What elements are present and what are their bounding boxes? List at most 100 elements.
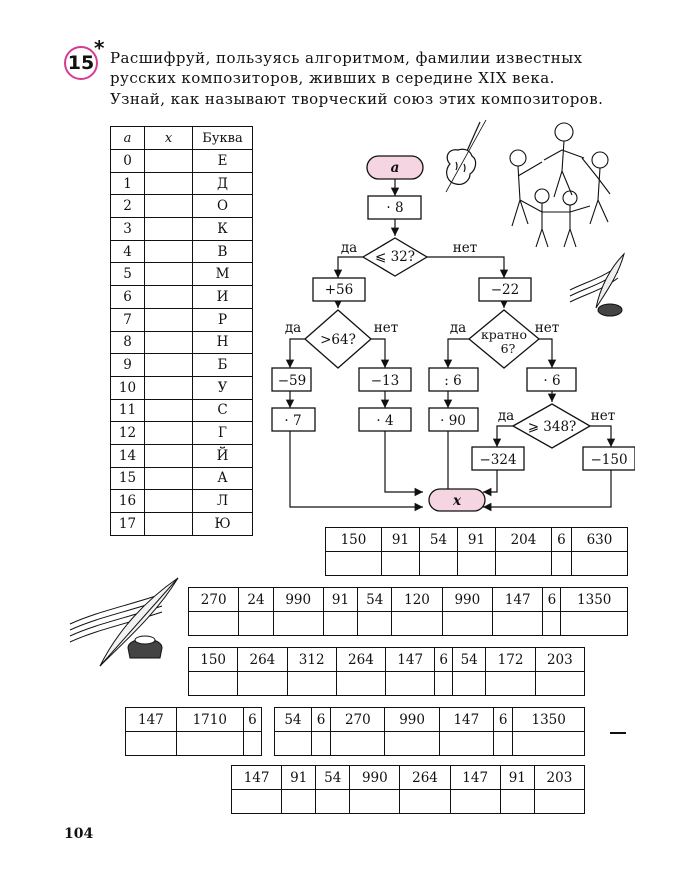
answer-number-cell: 91 [380,527,420,552]
answer-letter-cell[interactable] [125,731,177,756]
lookup-x-cell[interactable] [144,217,193,241]
lookup-x-cell[interactable] [144,239,193,264]
answer-letter-cell[interactable] [441,611,494,636]
answer-letter-cell[interactable] [449,789,501,814]
answer-number-cell: 270 [330,707,386,732]
answer-letter-cell[interactable] [242,731,263,756]
answer-letter-cell[interactable] [357,611,393,636]
lookup-x-cell[interactable] [144,307,193,332]
answer-letter-cell[interactable] [230,789,283,814]
lookup-letter-cell: И [192,285,253,309]
answer-letter-cell[interactable] [237,671,288,696]
lookup-x-cell[interactable] [144,330,193,355]
minus22-box [478,277,532,302]
answer-letter-cell[interactable] [418,551,458,576]
lookup-letter-cell: Г [192,421,253,445]
lookup-a-cell: 16 [110,489,145,513]
answer-letter-cell[interactable] [272,611,324,636]
answer-letter-cell[interactable] [349,789,401,814]
lookup-x-cell[interactable] [144,171,193,196]
lookup-x-cell[interactable] [144,262,193,287]
minus59-label: −59 [278,373,307,389]
cond3-diamond [467,309,541,369]
answer-letter-cell[interactable] [570,551,629,576]
lookup-letter-cell: Р [192,307,253,332]
answer-letter-cell[interactable] [175,731,244,756]
quill-inkwell-illustration [69,577,179,667]
lookup-x-cell[interactable] [144,466,193,491]
lookup-a-cell: 7 [110,307,145,332]
lookup-x-cell[interactable] [144,149,193,173]
lookup-a-cell: 15 [110,466,145,491]
answer-letter-row [125,731,263,756]
answer-letter-cell[interactable] [315,789,351,814]
answer-letter-cell[interactable] [281,789,317,814]
answer-letter-cell[interactable] [492,611,544,636]
answer-letter-cell[interactable] [560,611,628,636]
answer-letter-cell[interactable] [512,731,585,756]
lookup-x-cell[interactable] [144,375,193,400]
answer-letter-cell[interactable] [533,789,586,814]
answer-letter-cell[interactable] [286,671,337,696]
lookup-letter-cell: А [192,466,253,491]
answer-letter-cell[interactable] [187,671,239,696]
answer-letter-cell[interactable] [187,611,240,636]
answer-letter-row [187,671,586,696]
task-text-line-1: Расшифруй, пользуясь алгоритмом, фамилии… [110,49,583,67]
cond2-yes: да [285,320,301,336]
answer-letter-cell[interactable] [434,671,453,696]
lookup-x-cell[interactable] [144,443,193,468]
lookup-letter-cell: Й [192,443,253,468]
answer-letter-cell[interactable] [310,731,332,756]
lookup-a-cell: 17 [110,512,145,536]
lookup-x-cell[interactable] [144,285,193,309]
answer-letter-cell[interactable] [380,551,420,576]
answer-letter-cell[interactable] [330,731,386,756]
answer-letter-cell[interactable] [238,611,274,636]
lookup-x-cell[interactable] [144,489,193,513]
answer-letter-cell[interactable] [391,611,443,636]
answer-letter-cell[interactable] [499,789,535,814]
mul7-label: · 7 [284,413,301,429]
lookup-a-cell: 1 [110,171,145,196]
answer-number-cell: 204 [494,527,552,552]
answer-letter-cell[interactable] [274,731,312,756]
answer-letter-cell[interactable] [438,731,494,756]
answer-number-cell: 203 [533,765,586,790]
answer-letter-cell[interactable] [399,789,451,814]
lookup-a-cell: 0 [110,149,145,173]
lookup-letter-cell: Д [192,171,253,196]
answer-letter-cell[interactable] [485,671,536,696]
answer-letter-cell[interactable] [542,611,562,636]
answer-letter-cell[interactable] [385,671,436,696]
page-number: 104 [64,826,94,842]
answer-letter-cell[interactable] [550,551,572,576]
lookup-x-cell[interactable] [144,512,193,536]
header-a: a [110,126,145,150]
answer-letter-cell[interactable] [322,611,359,636]
lookup-letter-cell: К [192,217,253,241]
answer-letter-cell[interactable] [456,551,496,576]
lookup-x-cell[interactable] [144,194,193,219]
answer-number-cell: 264 [399,765,451,790]
answer-letter-cell[interactable] [451,671,487,696]
lookup-x-cell[interactable] [144,421,193,445]
answer-letter-cell[interactable] [534,671,586,696]
answer-letter-cell[interactable] [335,671,387,696]
answer-letter-cell[interactable] [492,731,514,756]
div6-label: : 6 [444,373,461,389]
minus324-label: −324 [479,452,516,468]
answer-number-cell: 312 [286,647,337,672]
answer-letter-cell[interactable] [384,731,440,756]
lookup-x-cell[interactable] [144,398,193,423]
lookup-x-cell[interactable] [144,353,193,377]
answer-letter-cell[interactable] [325,551,382,576]
answer-letter-cell[interactable] [494,551,552,576]
minus22-label: −22 [491,282,520,298]
